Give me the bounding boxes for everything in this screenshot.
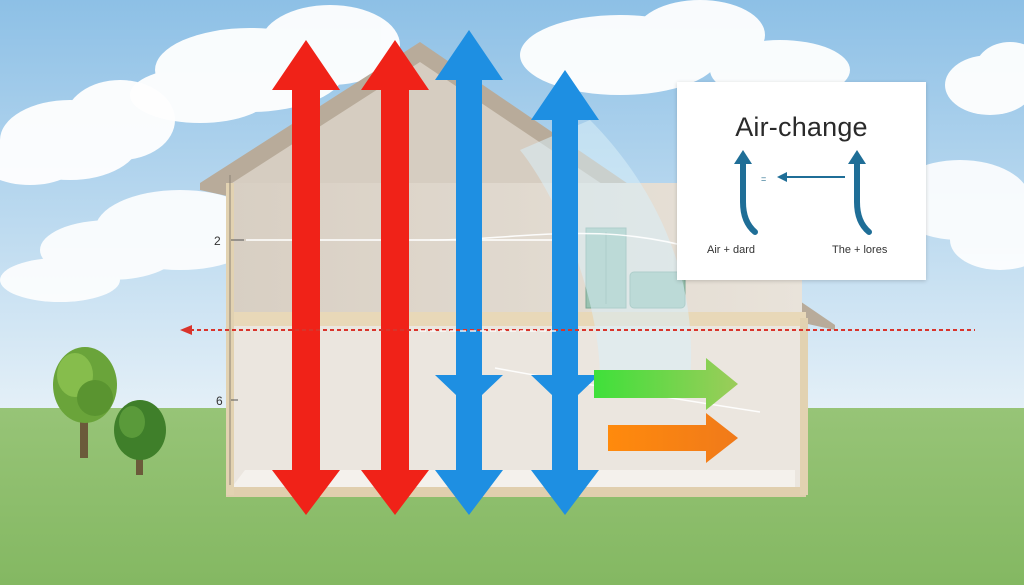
legend-left-arrow-icon (777, 172, 845, 182)
green-airflow-arrow (594, 358, 738, 410)
tree-right (114, 400, 166, 475)
legend-left-hook-icon (734, 150, 758, 235)
floor-label-lower: 6 (216, 394, 223, 408)
warm-arrow-right (361, 40, 429, 515)
legend-right-hook-icon (848, 150, 872, 235)
floor-label-upper: 2 (214, 234, 221, 248)
legend-icons (734, 150, 872, 235)
tree-left (53, 347, 117, 458)
legend-equals: = (761, 174, 767, 184)
cool-arrow-right (531, 70, 599, 515)
warm-arrow-left (272, 40, 340, 515)
orange-airflow-arrow (608, 413, 738, 463)
legend-title: Air-change (735, 112, 868, 142)
legend-right-label: The + lores (832, 244, 888, 256)
legend-card: Air-change = Air + dard The + lores (677, 82, 926, 280)
legend-left-label: Air + dard (707, 244, 755, 256)
dashed-line-arrowhead (180, 325, 192, 335)
foundation (226, 487, 806, 497)
cool-arrow-left (435, 30, 503, 515)
